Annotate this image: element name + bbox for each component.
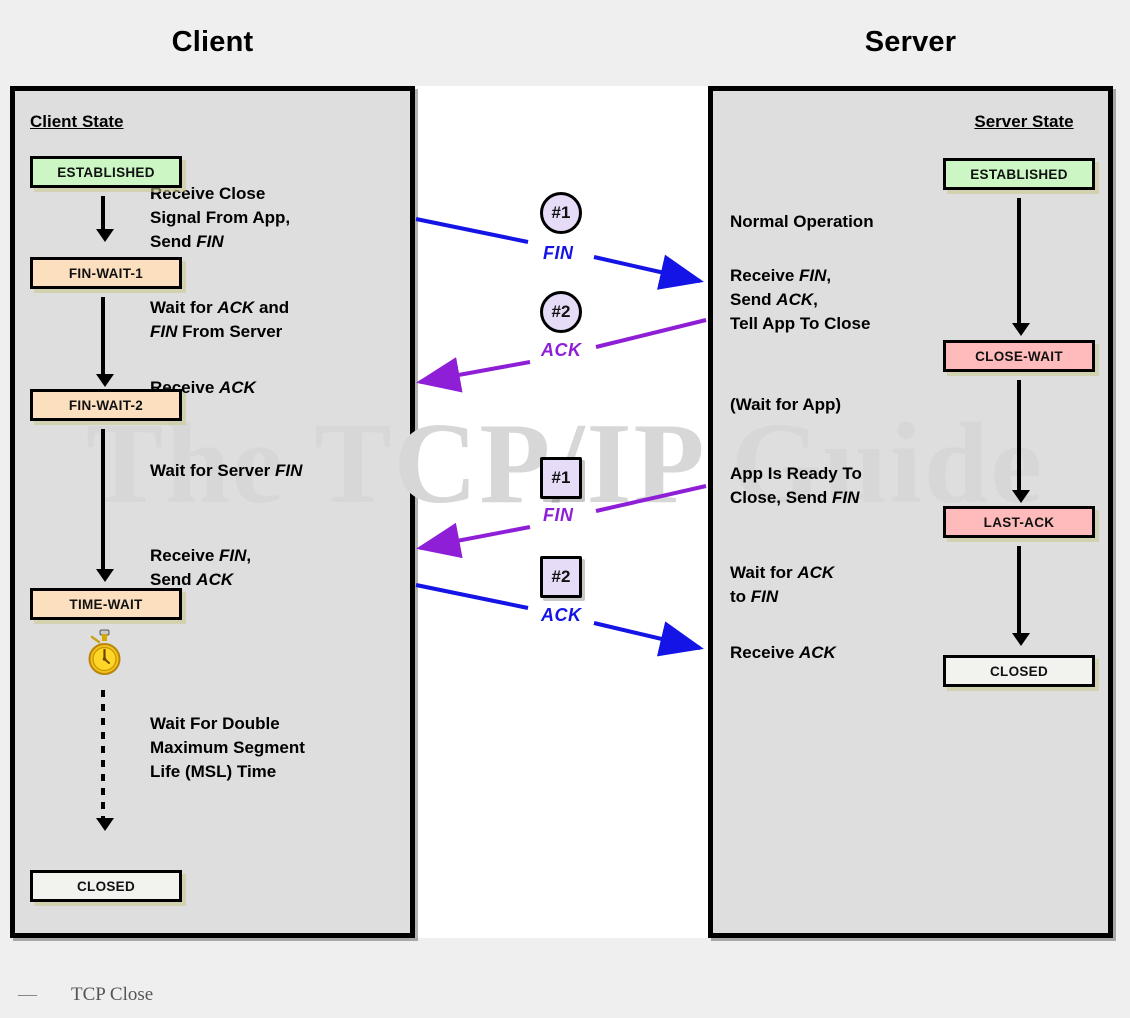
server-note-receive-ack: Receive ACK bbox=[730, 643, 836, 662]
caption-text: TCP Close bbox=[71, 984, 154, 1005]
server-state-heading: Server State bbox=[974, 112, 1074, 131]
caption-dash: — bbox=[18, 984, 37, 1005]
server-flow-arrow-2 bbox=[1012, 490, 1030, 503]
server-column-title: Server bbox=[864, 26, 957, 58]
client-state-fin-wait-1: FIN-WAIT-1 bbox=[30, 257, 182, 289]
client-panel bbox=[10, 86, 415, 938]
server-state-last-ack: LAST-ACK bbox=[943, 506, 1095, 538]
client-state-closed: CLOSED bbox=[30, 870, 182, 902]
stopwatch-icon bbox=[88, 629, 121, 675]
server-note-receive-fin: Receive FIN,Send ACK,Tell App To Close bbox=[730, 266, 871, 333]
client-flow-arrow-4 bbox=[96, 818, 114, 831]
server-flow-arrow-1 bbox=[1012, 323, 1030, 336]
server-flow-line-3 bbox=[1017, 546, 1021, 638]
client-timer-dotted-line bbox=[101, 690, 105, 820]
server-panel bbox=[708, 86, 1113, 938]
message-label-ack-1: ACK bbox=[541, 340, 582, 360]
message-label-ack-2: ACK bbox=[541, 605, 582, 625]
client-state-established: ESTABLISHED bbox=[30, 156, 182, 188]
server-note-normal-operation: Normal Operation bbox=[730, 212, 874, 231]
message-badge-1: #1 bbox=[540, 192, 582, 234]
client-flow-line-2 bbox=[101, 297, 105, 379]
client-column-title: Client bbox=[171, 26, 254, 58]
message-label-fin-2: FIN bbox=[543, 505, 574, 525]
client-note-receive-ack: Receive ACK bbox=[150, 378, 256, 397]
server-state-close-wait: CLOSE-WAIT bbox=[943, 340, 1095, 372]
client-state-fin-wait-2: FIN-WAIT-2 bbox=[30, 389, 182, 421]
client-flow-arrow-1 bbox=[96, 229, 114, 242]
server-flow-line-2 bbox=[1017, 380, 1021, 495]
client-flow-line-1 bbox=[101, 196, 105, 234]
message-badge-4: #2 bbox=[540, 556, 582, 598]
client-note-receive-fin-send-ack: Receive FIN,Send ACK bbox=[150, 546, 252, 589]
server-flow-arrow-3 bbox=[1012, 633, 1030, 646]
message-badge-2: #2 bbox=[540, 291, 582, 333]
server-state-closed: CLOSED bbox=[943, 655, 1095, 687]
client-note-wait-server-fin: Wait for Server FIN bbox=[150, 461, 303, 480]
server-note-wait-for-app: (Wait for App) bbox=[730, 395, 842, 414]
client-flow-line-3 bbox=[101, 429, 105, 574]
figure-caption: — TCP Close bbox=[0, 975, 1130, 1015]
client-state-time-wait: TIME-WAIT bbox=[30, 588, 182, 620]
server-flow-line-1 bbox=[1017, 198, 1021, 328]
client-flow-arrow-3 bbox=[96, 569, 114, 582]
client-state-heading: Client State bbox=[30, 112, 124, 131]
message-badge-3: #1 bbox=[540, 457, 582, 499]
client-flow-arrow-2 bbox=[96, 374, 114, 387]
message-label-fin-1: FIN bbox=[543, 243, 574, 263]
server-state-established: ESTABLISHED bbox=[943, 158, 1095, 190]
